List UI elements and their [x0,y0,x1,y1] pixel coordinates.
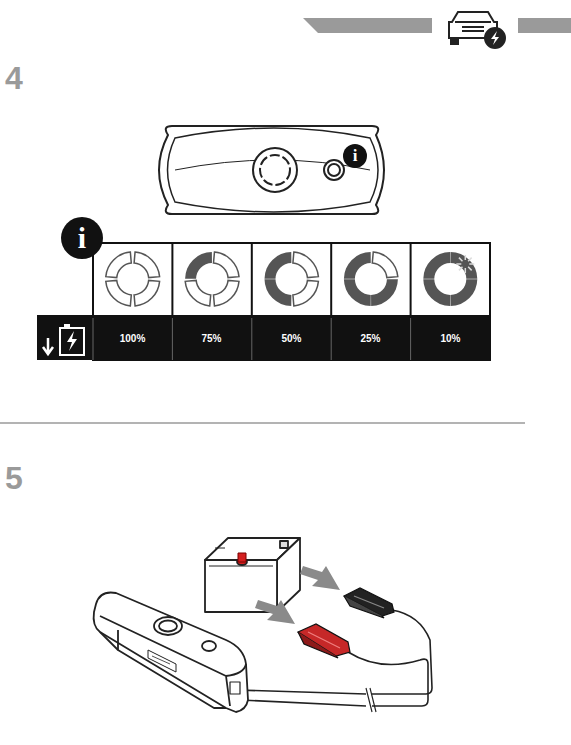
gauge-segment [372,252,398,278]
header-bar [518,18,571,33]
gauge-segment [371,279,398,306]
blink-ray [468,267,472,271]
gauge-segment [185,252,212,279]
charge-gauges [106,252,477,306]
car-charge-icon [449,12,505,48]
table-cell: 25% [331,333,410,345]
table-cell: 50% [252,333,331,345]
blink-ray [456,263,461,265]
gauge-segment [450,252,477,279]
blink-ray [465,268,467,273]
gauge-segment [293,252,319,278]
info-icon-letter: i [343,146,367,166]
battery-table [37,217,490,360]
gauge-segment [106,280,132,306]
gauge-segment [213,280,239,306]
divider [0,422,525,424]
table-cell: 10% [411,333,490,345]
gauge-segment [344,252,371,279]
charger-top-view [159,126,384,214]
gauge-segment [423,279,450,306]
gauge-segment [450,279,477,306]
table-cell: 100% [93,333,172,345]
charger [94,592,248,712]
blink-ray [468,258,472,262]
header-bar [303,18,432,33]
gauge-segment [293,280,319,306]
step-number: 4 [5,62,23,94]
blink-ray [469,263,474,265]
cable [236,610,432,712]
gauge-segment [185,280,211,306]
step-number: 5 [5,462,23,494]
gauge-segment [265,279,292,306]
connect-arrow [255,566,340,624]
gauge-segment [134,252,160,278]
gauge-segment [265,252,292,279]
blink-ray [459,267,463,271]
table-cell: 75% [172,333,251,345]
blink-ray [459,258,463,262]
gauge-segment [344,279,371,306]
gauge-segment [213,252,239,278]
black-clamp [344,588,394,618]
gauge-segment [134,280,160,306]
gauge-segment [106,252,132,278]
blink-ray [465,255,467,260]
red-clamp [298,624,350,658]
gauge-segment [423,252,450,279]
info-icon-letter: i [61,222,103,254]
car-battery [205,538,300,612]
